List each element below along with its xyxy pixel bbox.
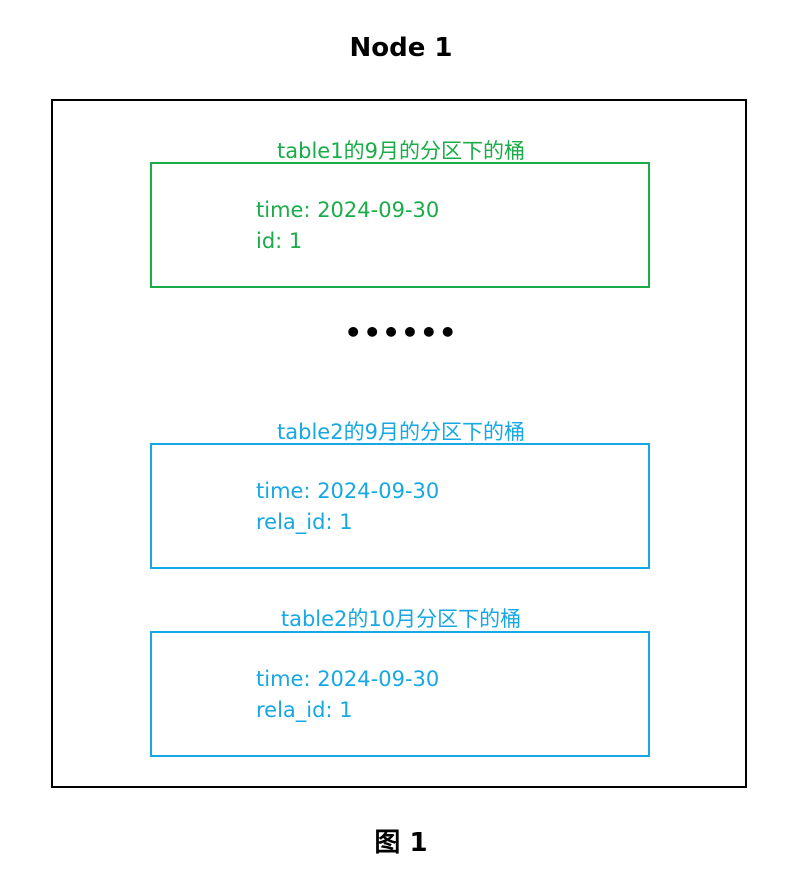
bucket-field: rela_id: 1 [256, 510, 353, 534]
bucket-field: time: 2024-09-30 [256, 198, 440, 222]
node-title: Node 1 [349, 33, 453, 63]
bucket-label: table2的10月分区下的桶 [280, 607, 522, 631]
bucket-label: table2的9月的分区下的桶 [277, 420, 525, 444]
bucket-box: time: 2024-09-30 rela_id: 1 [150, 631, 650, 757]
bucket-field: id: 1 [256, 229, 303, 253]
figure-caption: 图 1 [374, 828, 428, 858]
bucket-field: time: 2024-09-30 [256, 667, 440, 691]
ellipsis: •••••• [344, 316, 458, 349]
bucket-label: table1的9月的分区下的桶 [277, 139, 525, 163]
bucket-field: time: 2024-09-30 [256, 479, 440, 503]
bucket-box: time: 2024-09-30 rela_id: 1 [150, 443, 650, 569]
bucket-box: time: 2024-09-30 id: 1 [150, 162, 650, 288]
node-frame [51, 99, 747, 788]
bucket-field: rela_id: 1 [256, 698, 353, 722]
